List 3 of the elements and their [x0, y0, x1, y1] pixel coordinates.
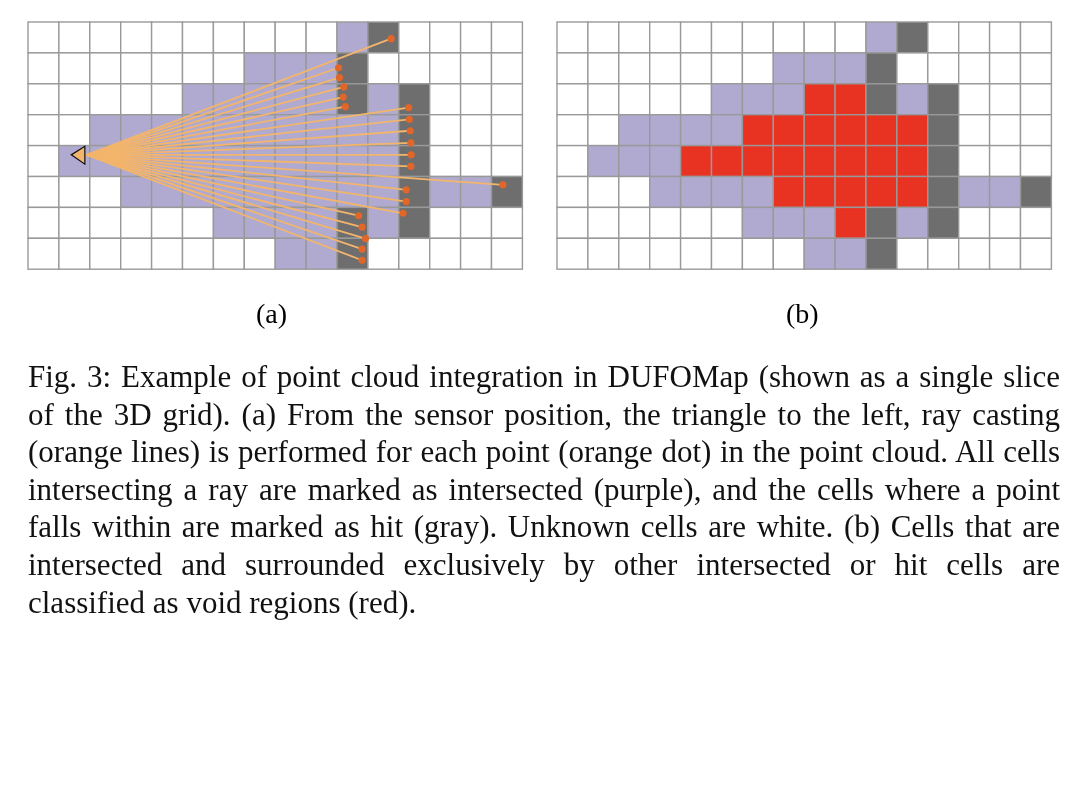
panel-label: (a)	[256, 298, 288, 330]
figure-caption: Fig. 3: Example of point cloud integration in DUFOMap (shown as a single slice of the 3D grid). (a) From the sensor position, the triangle to the left, ray casting (orange lines) is performed for each point (orange dot) in the point cloud. All cells intersecting a ray are marked as intersected (purple), and the cells where a point falls within are marked as hit (gray). Unknown cells are white. (b) Cells that are intersected and surrounded exclusively by other intersected or hit cells are classified as void regions (red).	[28, 358, 1060, 622]
panel-label: (b)	[786, 298, 819, 330]
